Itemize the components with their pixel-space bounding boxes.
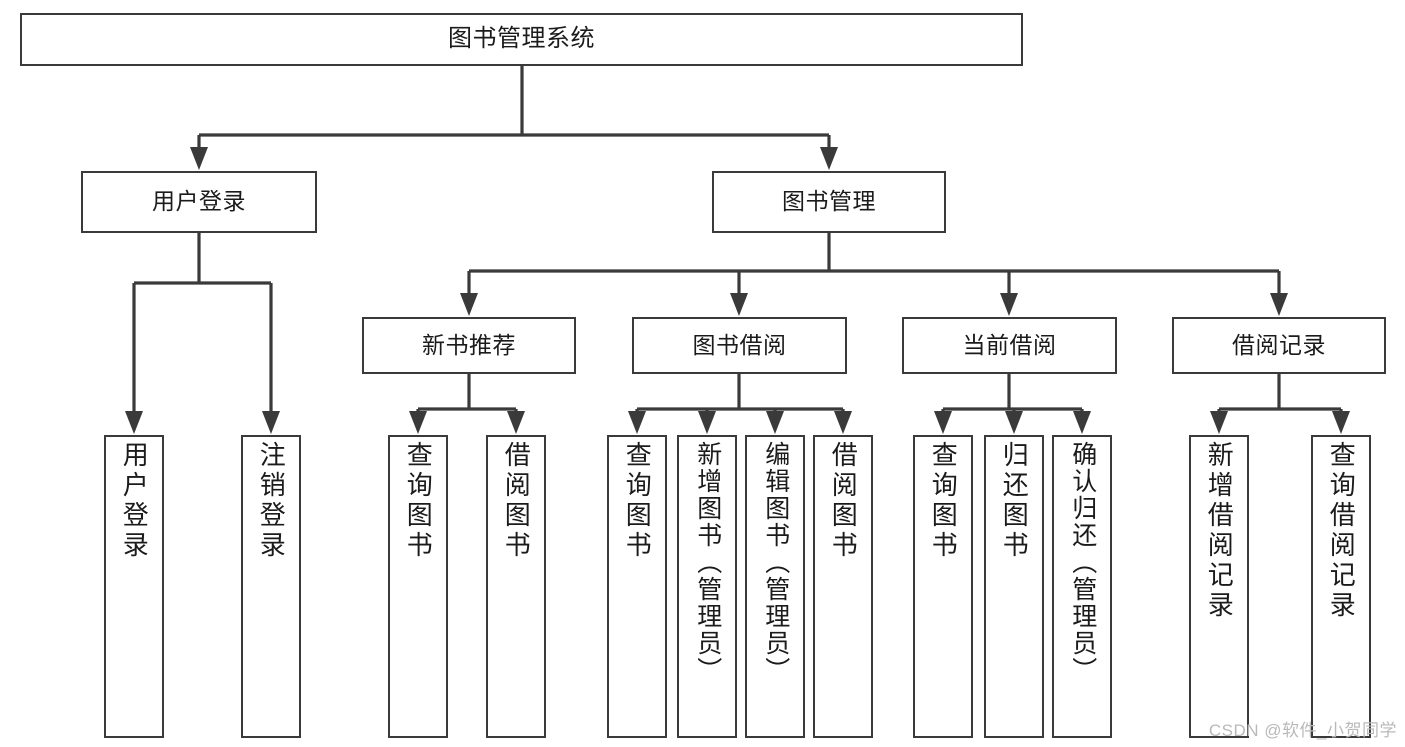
node-leaf-query-book-2[interactable]: 查询图书 [607,435,667,738]
node-leaf-add-borrow-record[interactable]: 新增借阅记录 [1189,435,1249,738]
node-leaf-query-borrow-record[interactable]: 查询借阅记录 [1311,435,1371,738]
node-leaf-add-borrow-record-label: 新增借阅记录 [1204,441,1235,621]
node-root-label: 图书管理系统 [448,25,595,53]
node-leaf-query-book-1[interactable]: 查询图书 [388,435,448,738]
node-leaf-query-book-1-label: 查询图书 [403,441,434,561]
node-user-login[interactable]: 用户登录 [81,171,317,233]
node-book-manage-label: 图书管理 [782,188,876,215]
node-leaf-query-borrow-record-label: 查询借阅记录 [1326,441,1357,621]
node-leaf-return-book[interactable]: 归还图书 [984,435,1044,738]
node-user-login-label: 用户登录 [152,188,246,215]
node-borrow-record-label: 借阅记录 [1232,331,1326,358]
node-leaf-edit-book[interactable]: 编辑图书（管理员） [745,435,805,738]
node-leaf-return-book-label: 归还图书 [999,441,1030,561]
node-leaf-confirm-return[interactable]: 确认归还（管理员） [1052,435,1112,738]
node-leaf-borrow-book-2[interactable]: 借阅图书 [813,435,873,738]
node-root[interactable]: 图书管理系统 [20,13,1023,66]
node-leaf-add-book[interactable]: 新增图书（管理员） [677,435,737,738]
node-book-borrow[interactable]: 图书借阅 [632,317,847,374]
node-leaf-borrow-book-1-label: 借阅图书 [501,441,532,561]
node-current-borrow[interactable]: 当前借阅 [902,317,1117,374]
node-borrow-record[interactable]: 借阅记录 [1172,317,1386,374]
node-leaf-add-book-label: 新增图书（管理员） [693,441,722,684]
node-leaf-user-logout-label: 注销登录 [256,441,287,561]
node-leaf-query-book-3[interactable]: 查询图书 [913,435,973,738]
node-leaf-query-book-3-label: 查询图书 [928,441,959,561]
node-current-borrow-label: 当前借阅 [962,331,1057,358]
node-leaf-edit-book-label: 编辑图书（管理员） [761,441,790,684]
node-leaf-borrow-book-1[interactable]: 借阅图书 [486,435,546,738]
node-new-book-recommend-label: 新书推荐 [422,331,516,358]
node-new-book-recommend[interactable]: 新书推荐 [362,317,576,374]
node-leaf-user-logout[interactable]: 注销登录 [241,435,301,738]
node-leaf-user-login[interactable]: 用户登录 [104,435,164,738]
node-book-borrow-label: 图书借阅 [692,331,787,358]
node-leaf-confirm-return-label: 确认归还（管理员） [1068,441,1097,684]
node-book-manage[interactable]: 图书管理 [712,171,946,233]
node-leaf-user-login-label: 用户登录 [119,441,150,561]
node-leaf-borrow-book-2-label: 借阅图书 [828,441,859,561]
node-leaf-query-book-2-label: 查询图书 [622,441,653,561]
